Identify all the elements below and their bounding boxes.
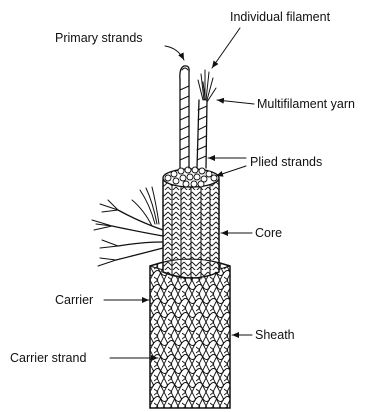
primary-strands-leader xyxy=(165,46,184,60)
label-carrier: Carrier xyxy=(55,293,93,307)
label-primary-strands: Primary strands xyxy=(55,31,143,45)
label-sheath: Sheath xyxy=(255,328,295,342)
multifilament-yarn-leader xyxy=(217,100,254,104)
sheath-body xyxy=(150,259,230,408)
primary-strand-right xyxy=(197,100,207,168)
label-individual-filament: Individual filament xyxy=(230,10,331,24)
core-bundle xyxy=(163,167,219,280)
individual-filament-leader xyxy=(212,28,240,68)
carrier-strands-frayed xyxy=(92,187,163,266)
multifilament-yarn-fibers xyxy=(198,70,216,102)
label-plied-strands: Plied strands xyxy=(250,155,322,169)
label-carrier-strand: Carrier strand xyxy=(10,351,86,365)
label-multifilament-yarn: Multifilament yarn xyxy=(257,97,355,111)
primary-strand-left xyxy=(180,66,189,168)
plied-strands-leader-lower xyxy=(216,166,246,176)
label-core: Core xyxy=(255,226,282,240)
